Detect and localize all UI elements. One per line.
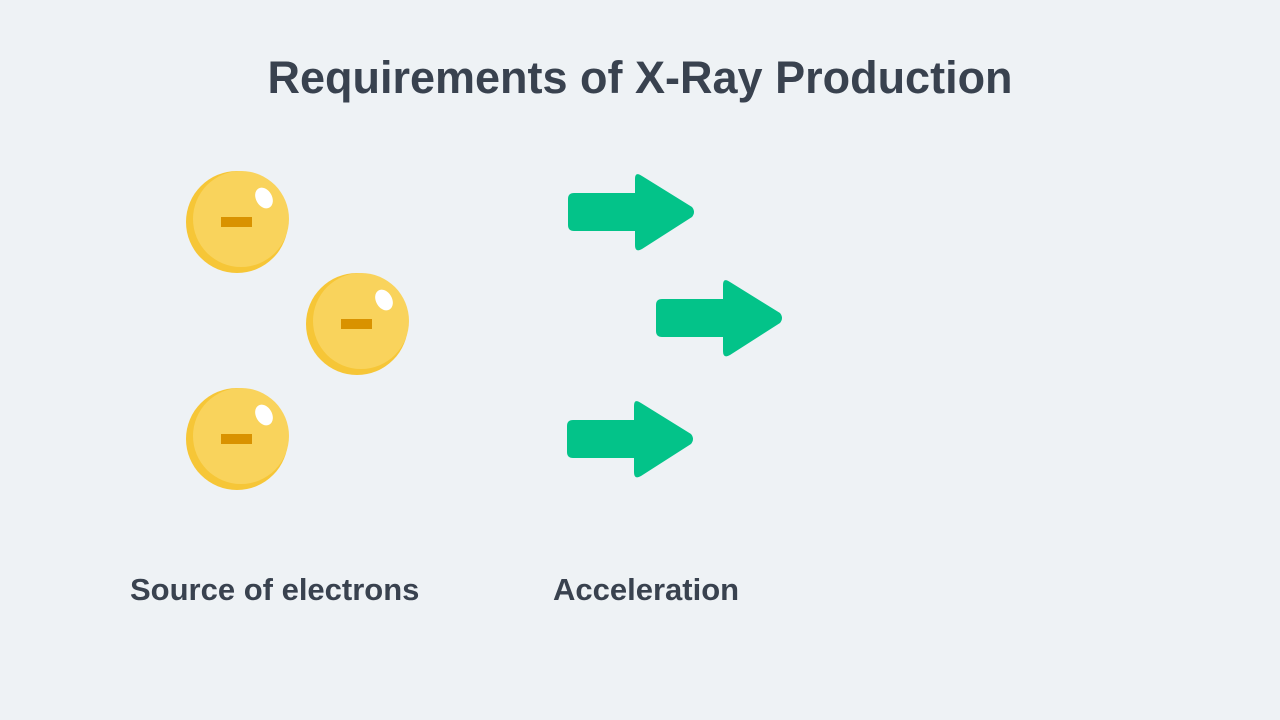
electron-icon — [186, 388, 289, 490]
electron-icon — [186, 171, 289, 273]
arrow-right-icon — [568, 174, 694, 251]
source-of-electrons-label: Source of electrons — [130, 572, 420, 607]
page-title: Requirements of X-Ray Production — [267, 52, 1013, 103]
arrow-right-icon — [656, 280, 782, 357]
electron-icon — [306, 273, 409, 375]
arrow-right-icon — [567, 401, 693, 478]
acceleration-label: Acceleration — [553, 572, 740, 607]
